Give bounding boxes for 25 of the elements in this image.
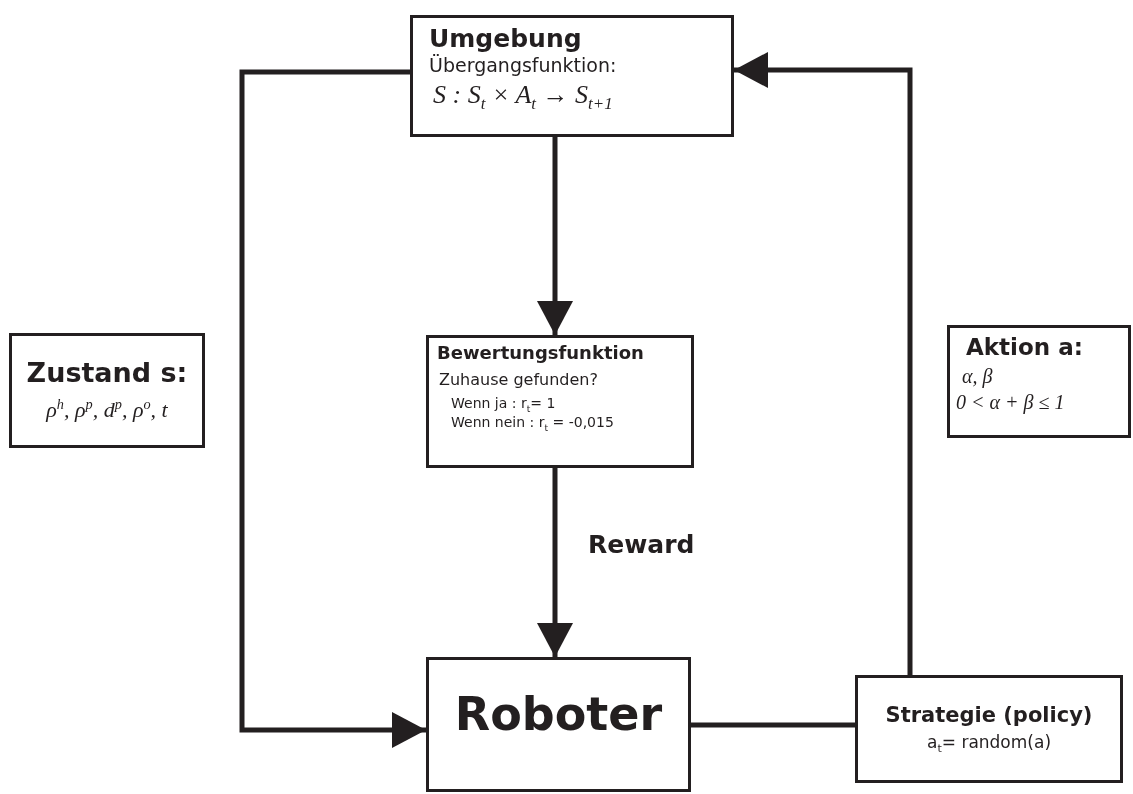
box-text: a$_{t}$= random(a) [927,731,1051,756]
process-box [426,335,694,468]
box-text: Wenn nein : r$_{t}$ = -0,015 [451,414,614,435]
box-title: Strategie (policy) [885,702,1093,728]
box-text: Übergangsfunktion: [429,54,617,77]
arrow [239,69,426,748]
process-box [410,15,734,137]
process-box [947,325,1131,438]
box-text: Wenn ja : r$_{t}$= 1 [451,394,556,415]
box-text: Zuhause gefunden? [439,369,598,389]
formula: S : S$_{t}$ × A$_{t}$ → S$_{t+1}$ [433,78,613,115]
process-box [9,333,205,448]
arrow [537,468,573,657]
box-title: Umgebung [429,24,582,54]
formula: ρ$^{h}$, ρ$^{p}$, d$^{p}$, ρ$^{o}$, t [46,395,168,424]
box-title: Bewertungsfunktion [437,342,644,364]
arrow [734,52,913,675]
box-title: Roboter [454,686,663,743]
process-box [855,675,1123,783]
process-box [426,657,691,792]
arrow [537,137,573,335]
formula: α, β [962,363,993,388]
box-title: Aktion a: [966,334,1083,362]
formula: 0 < α + β ≤ 1 [956,389,1065,414]
box-title: Zustand s: [26,357,188,390]
